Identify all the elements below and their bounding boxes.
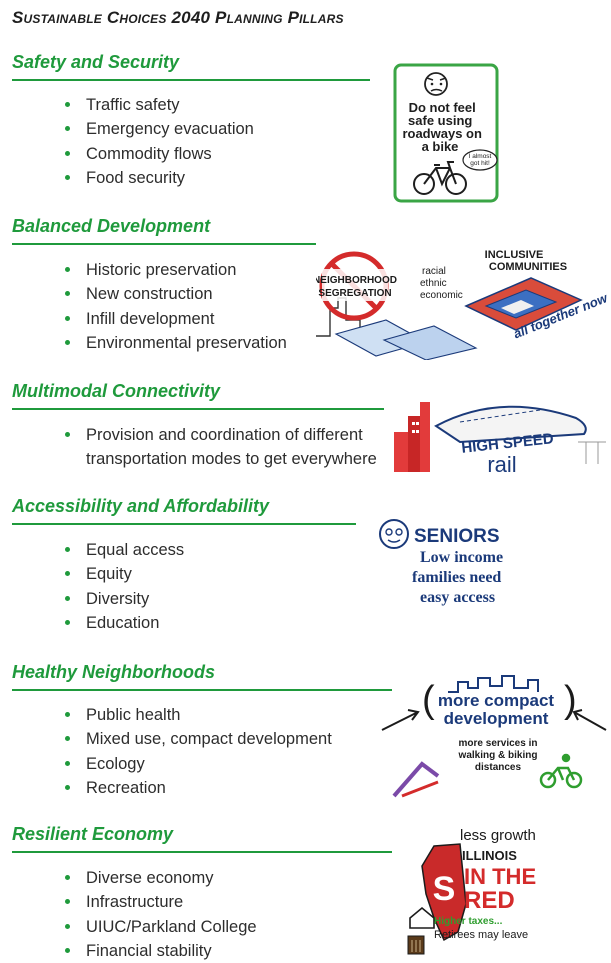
seniors-access-sketch: SENIORS Low income families need easy ac… [374,514,534,614]
svg-text:more compact: more compact [438,691,555,710]
section-safety-and-security: Safety and Security Traffic safety Emerg… [0,52,611,202]
high-speed-rail-sketch: HIGH SPEED rail [390,392,611,476]
svg-text:less growth: less growth [460,827,536,844]
svg-text:racial: racial [422,266,446,277]
hatched-blocks [334,319,478,360]
walking-path-icon [392,761,440,798]
svg-text:COMMUNITIES: COMMUNITIES [489,261,567,273]
svg-text:): ) [564,679,577,721]
page-title: Sustainable Choices 2040 Planning Pillar… [12,8,344,27]
section-heading: Balanced Development [12,216,211,236]
svg-text:INCLUSIVE: INCLUSIVE [485,249,544,261]
section-divider [12,689,392,691]
section-heading: Multimodal Connectivity [12,381,221,401]
svg-text:economic: economic [420,290,463,301]
list-item: Diverse economy [60,866,257,890]
svg-text:SENIORS: SENIORS [414,526,500,547]
house-icon [409,906,435,929]
list-item: Commodity flows [60,142,254,166]
section-multimodal-connectivity: Multimodal Connectivity Provision and co… [0,381,611,481]
list-item: Mixed use, compact development [60,727,332,751]
city-building-icon [394,402,430,472]
svg-text:Low income: Low income [420,549,503,566]
list-item: Financial stability [60,939,257,963]
svg-text:IN THE: IN THE [464,864,536,889]
list-item: Emergency evacuation [60,117,254,141]
list-item: Infill development [60,307,287,331]
list-item: Public health [60,703,332,727]
svg-text:ethnic: ethnic [420,278,447,289]
section-heading: Safety and Security [12,52,180,72]
list-item: Traffic safety [60,93,254,117]
section-divider [12,79,370,81]
illinois-red-sketch: S less growth ILLINOIS IN THE RED Higher… [404,824,574,956]
svg-text:SEGREGATION: SEGREGATION [318,288,391,299]
list-item: Ecology [60,752,332,776]
section-heading: Resilient Economy [12,824,174,844]
bullet-list: Public health Mixed use, compact develop… [60,703,332,800]
svg-text:Retirees may leave: Retirees may leave [434,929,528,941]
svg-text:got hit!: got hit! [470,160,490,167]
skyline-icon [448,675,539,693]
trash-bin-icon [407,935,425,955]
bullet-list: Provision and coordination of different … [60,423,416,472]
train-icon [434,405,587,444]
section-heading: Accessibility and Affordability [12,496,270,516]
section-divider [12,408,384,410]
arrow-in-right-icon [572,709,607,731]
list-item: New construction [60,282,287,306]
bullet-list: Historic preservation New construction I… [60,258,287,355]
svg-text:NEIGHBORHOOD: NEIGHBORHOOD [316,275,397,286]
sketch-text: Do not feel safe using roadways on a bik… [402,100,485,154]
worried-face-icon [424,72,448,96]
svg-text:Higher taxes...: Higher taxes... [434,916,503,927]
bullet-list: Traffic safety Emergency evacuation Comm… [60,93,254,190]
svg-text:walking & biking: walking & biking [458,750,538,761]
bullet-list: Diverse economy Infrastructure UIUC/Park… [60,866,257,963]
bicycle-icon [413,161,467,195]
arrow-in-left-icon [381,709,420,731]
list-item: Food security [60,166,254,190]
list-item: Infrastructure [60,890,257,914]
inclusive-communities-sketch: NEIGHBORHOOD SEGREGATION racial ethnic e… [316,238,611,360]
no-segregation-icon: NEIGHBORHOOD SEGREGATION [316,251,397,321]
svg-text:rail: rail [487,452,516,476]
bicycle-icon [539,753,583,789]
compact-development-sketch: ( ) more compact development more servic… [378,672,611,798]
section-heading: Healthy Neighborhoods [12,662,216,682]
list-item: UIUC/Parkland College [60,915,257,939]
section-resilient-economy: Resilient Economy Diverse economy Infras… [0,824,611,960]
section-balanced-development: Balanced Development Historic preservati… [0,216,611,366]
bike-safety-sketch: Do not feel safe using roadways on a bik… [392,62,500,204]
svg-text:easy access: easy access [420,589,495,606]
list-item: Historic preservation [60,258,287,282]
list-item: Provision and coordination of different … [60,423,416,472]
senior-face-icon [379,519,409,549]
section-divider [12,523,356,525]
svg-text:distances: distances [475,762,522,773]
svg-text:S: S [433,870,456,908]
svg-text:development: development [444,709,549,728]
illinois-map-icon: S [421,843,467,942]
svg-text:ILLINOIS: ILLINOIS [462,848,517,863]
list-item: Diversity [60,587,184,611]
speech-bubble: I almost got hit! [462,149,498,171]
svg-text:(: ( [422,679,435,721]
list-item: Education [60,611,184,635]
section-accessibility-and-affordability: Accessibility and Affordability Equal ac… [0,496,611,646]
svg-text:RED: RED [464,887,515,914]
list-item: Equal access [60,538,184,562]
diverse-community-icon [464,277,583,331]
svg-text:I almost: I almost [469,153,492,160]
bullet-list: Equal access Equity Diversity Education [60,538,184,635]
list-item: Recreation [60,776,332,800]
section-divider [12,851,392,853]
svg-text:families need: families need [412,569,501,586]
list-item: Equity [60,562,184,586]
section-divider [12,243,316,245]
svg-text:more services in: more services in [459,738,538,749]
section-healthy-neighborhoods: Healthy Neighborhoods Public health Mixe… [0,662,611,812]
list-item: Environmental preservation [60,331,287,355]
